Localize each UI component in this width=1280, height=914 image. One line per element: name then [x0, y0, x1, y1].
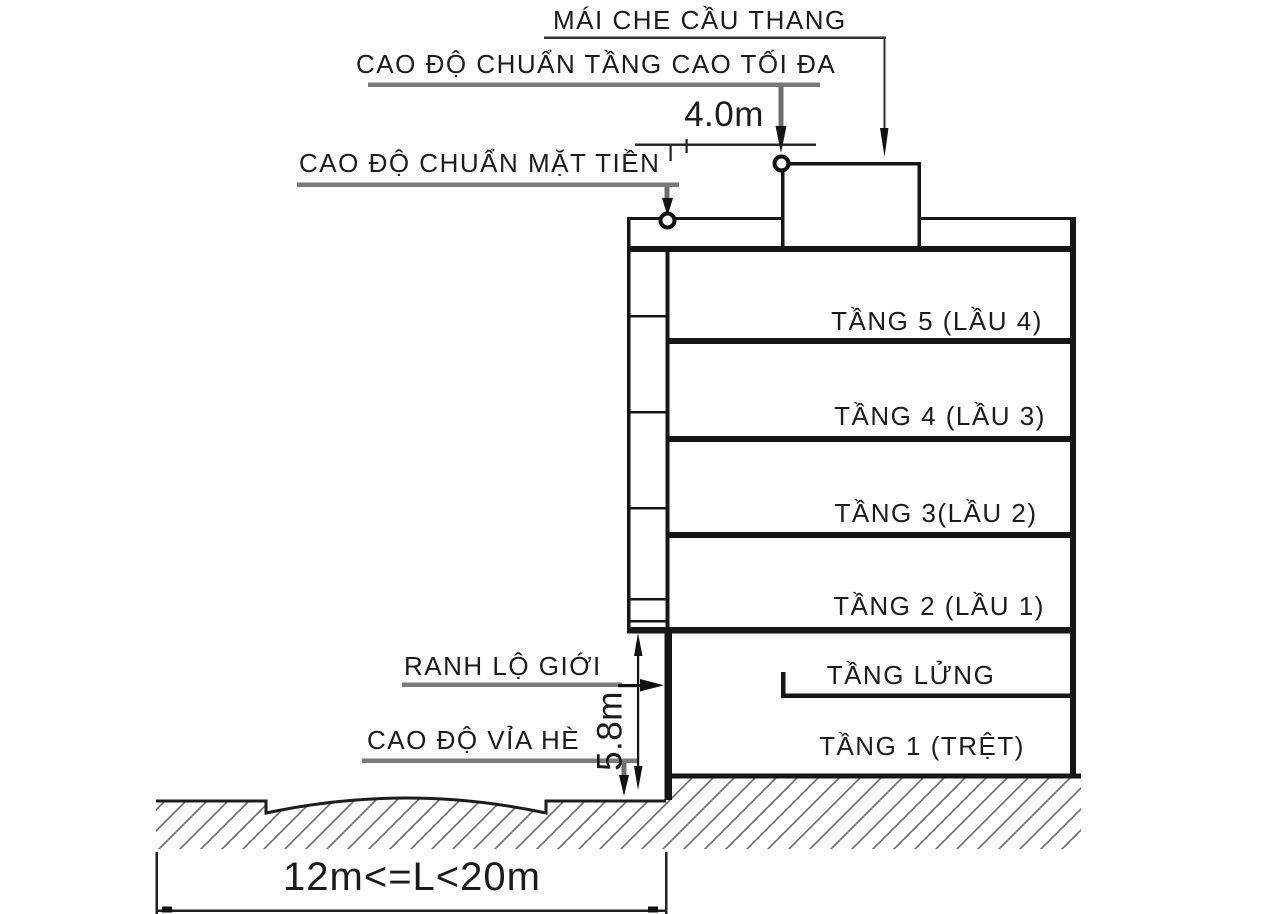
floor-label-4: TẦNG 4 (LẦU 3)	[834, 401, 1046, 431]
floor-label-5: TẦNG 5 (LẦU 4)	[831, 306, 1043, 336]
balcony-left-wall	[627, 217, 631, 630]
street-height-dimension: 5.8m	[590, 691, 630, 771]
road-width-dim-line	[155, 909, 668, 912]
ref-line-tick-1	[669, 145, 672, 161]
street-height-arrow-up	[634, 633, 643, 656]
max-height-leader-stem	[778, 86, 784, 129]
ground-hatch-area	[156, 776, 1081, 849]
sidewalk-underline	[362, 758, 637, 763]
roof-slab	[627, 246, 1076, 252]
annotation-lines	[155, 36, 889, 914]
facade-marker-circle	[658, 211, 677, 230]
street-height-arrow-down	[634, 766, 643, 790]
facade-level-label: CAO ĐỘ CHUẨN MẶT TIỀN	[299, 148, 661, 178]
balcony-divider-2	[627, 411, 666, 414]
floor5-slab	[665, 338, 1070, 344]
road-width-dot-left	[162, 906, 172, 913]
max-height-arrowhead	[775, 126, 787, 153]
floor3-slab	[665, 532, 1070, 538]
mezzanine-slab	[781, 693, 1072, 698]
parapet-top-left	[627, 217, 783, 220]
road-boundary-underline	[402, 682, 622, 687]
roof-cover-underline	[544, 36, 886, 39]
floor2-slab	[627, 627, 1076, 634]
street-surface-line	[156, 796, 666, 815]
ground	[156, 773, 1081, 849]
sidewalk-level-label: CAO ĐỘ VỈA HÈ	[367, 725, 581, 755]
ref-line-tick-2	[685, 139, 688, 153]
max-height-underline	[368, 82, 820, 87]
road-width-dot-right	[648, 906, 658, 913]
mezzanine-slab-hook	[781, 672, 786, 698]
penthouse-left-wall	[781, 162, 785, 248]
balcony-divider-1	[627, 315, 666, 318]
floor-label-ground: TẦNG 1 (TRỆT)	[819, 731, 1025, 761]
balcony-divider-3	[627, 507, 666, 510]
road-width-dimension: 12m<=L<20m	[283, 855, 541, 899]
sidewalk-arrowhead	[619, 775, 629, 796]
roof-cover-leader-vline	[883, 38, 886, 133]
street-height-dim-line	[637, 650, 640, 772]
road-boundary-leader-line	[618, 684, 644, 688]
parapet-top-right	[918, 217, 1076, 220]
building-outline	[627, 162, 1076, 800]
road-width-tick-left	[155, 852, 158, 914]
roof-cover-label: MÁI CHE CẦU THANG	[553, 5, 847, 35]
penthouse-right-wall	[917, 162, 921, 248]
penthouse-roof	[781, 162, 921, 166]
road-boundary-label: RANH LỘ GIỚI	[404, 651, 602, 681]
floor-label-mezzanine: TẦNG LỬNG	[826, 660, 996, 690]
roof-cover-arrowhead	[880, 128, 889, 157]
max-height-dimension: 4.0m	[684, 95, 764, 134]
facade-arrowhead	[662, 198, 673, 216]
right-wall	[1070, 217, 1076, 776]
facade-leader-stem	[664, 187, 670, 200]
max-height-ref-line	[635, 143, 816, 146]
ground-floor-wall	[664, 633, 672, 800]
balcony-divider-5	[627, 620, 666, 623]
floor-label-2: TẦNG 2 (LẦU 1)	[833, 591, 1045, 621]
road-boundary-arrowhead	[640, 679, 664, 692]
floor4-slab	[665, 436, 1070, 442]
balcony-divider-4	[627, 598, 666, 601]
facade-underline	[297, 182, 679, 187]
floor-label-3: TẦNG 3(LẦU 2)	[834, 498, 1038, 528]
max-height-label: CAO ĐỘ CHUẨN TẦNG CAO TỐI ĐA	[356, 49, 837, 79]
sidewalk-leader-stem	[621, 763, 627, 777]
max-height-marker-circle	[772, 154, 791, 173]
road-width-tick-right	[665, 852, 668, 914]
